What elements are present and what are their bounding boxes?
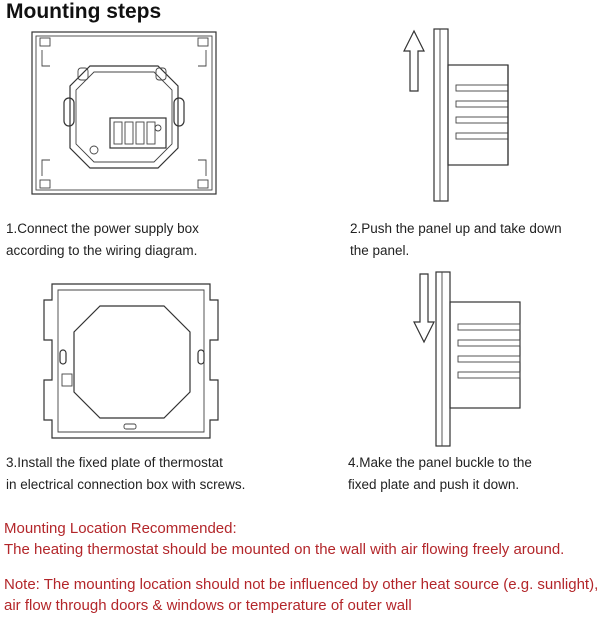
step-2-caption: 2.Push the panel up and take down the pa… xyxy=(350,221,562,258)
figure-push-panel-down xyxy=(406,268,536,450)
figure-power-supply-box xyxy=(30,28,220,198)
step-1-caption: 1.Connect the power supply box according… xyxy=(6,221,199,258)
step-3-caption: 3.Install the fixed plate of thermostat … xyxy=(6,455,246,492)
location-recommendation: Mounting Location Recommended: The heati… xyxy=(4,518,564,560)
arrow-up-icon xyxy=(403,29,425,92)
page-title: Mounting steps xyxy=(6,0,162,23)
location-heading: Mounting Location Recommended: xyxy=(4,520,237,537)
figure-push-panel-up xyxy=(396,25,546,205)
arrow-down-icon xyxy=(413,273,435,344)
mounting-note: Note: The mounting location should not b… xyxy=(4,576,599,614)
location-text: The heating thermostat should be mounted… xyxy=(4,541,565,558)
step-4-caption: 4.Make the panel buckle to the fixed pla… xyxy=(348,455,532,492)
figure-fixed-plate xyxy=(42,280,222,442)
